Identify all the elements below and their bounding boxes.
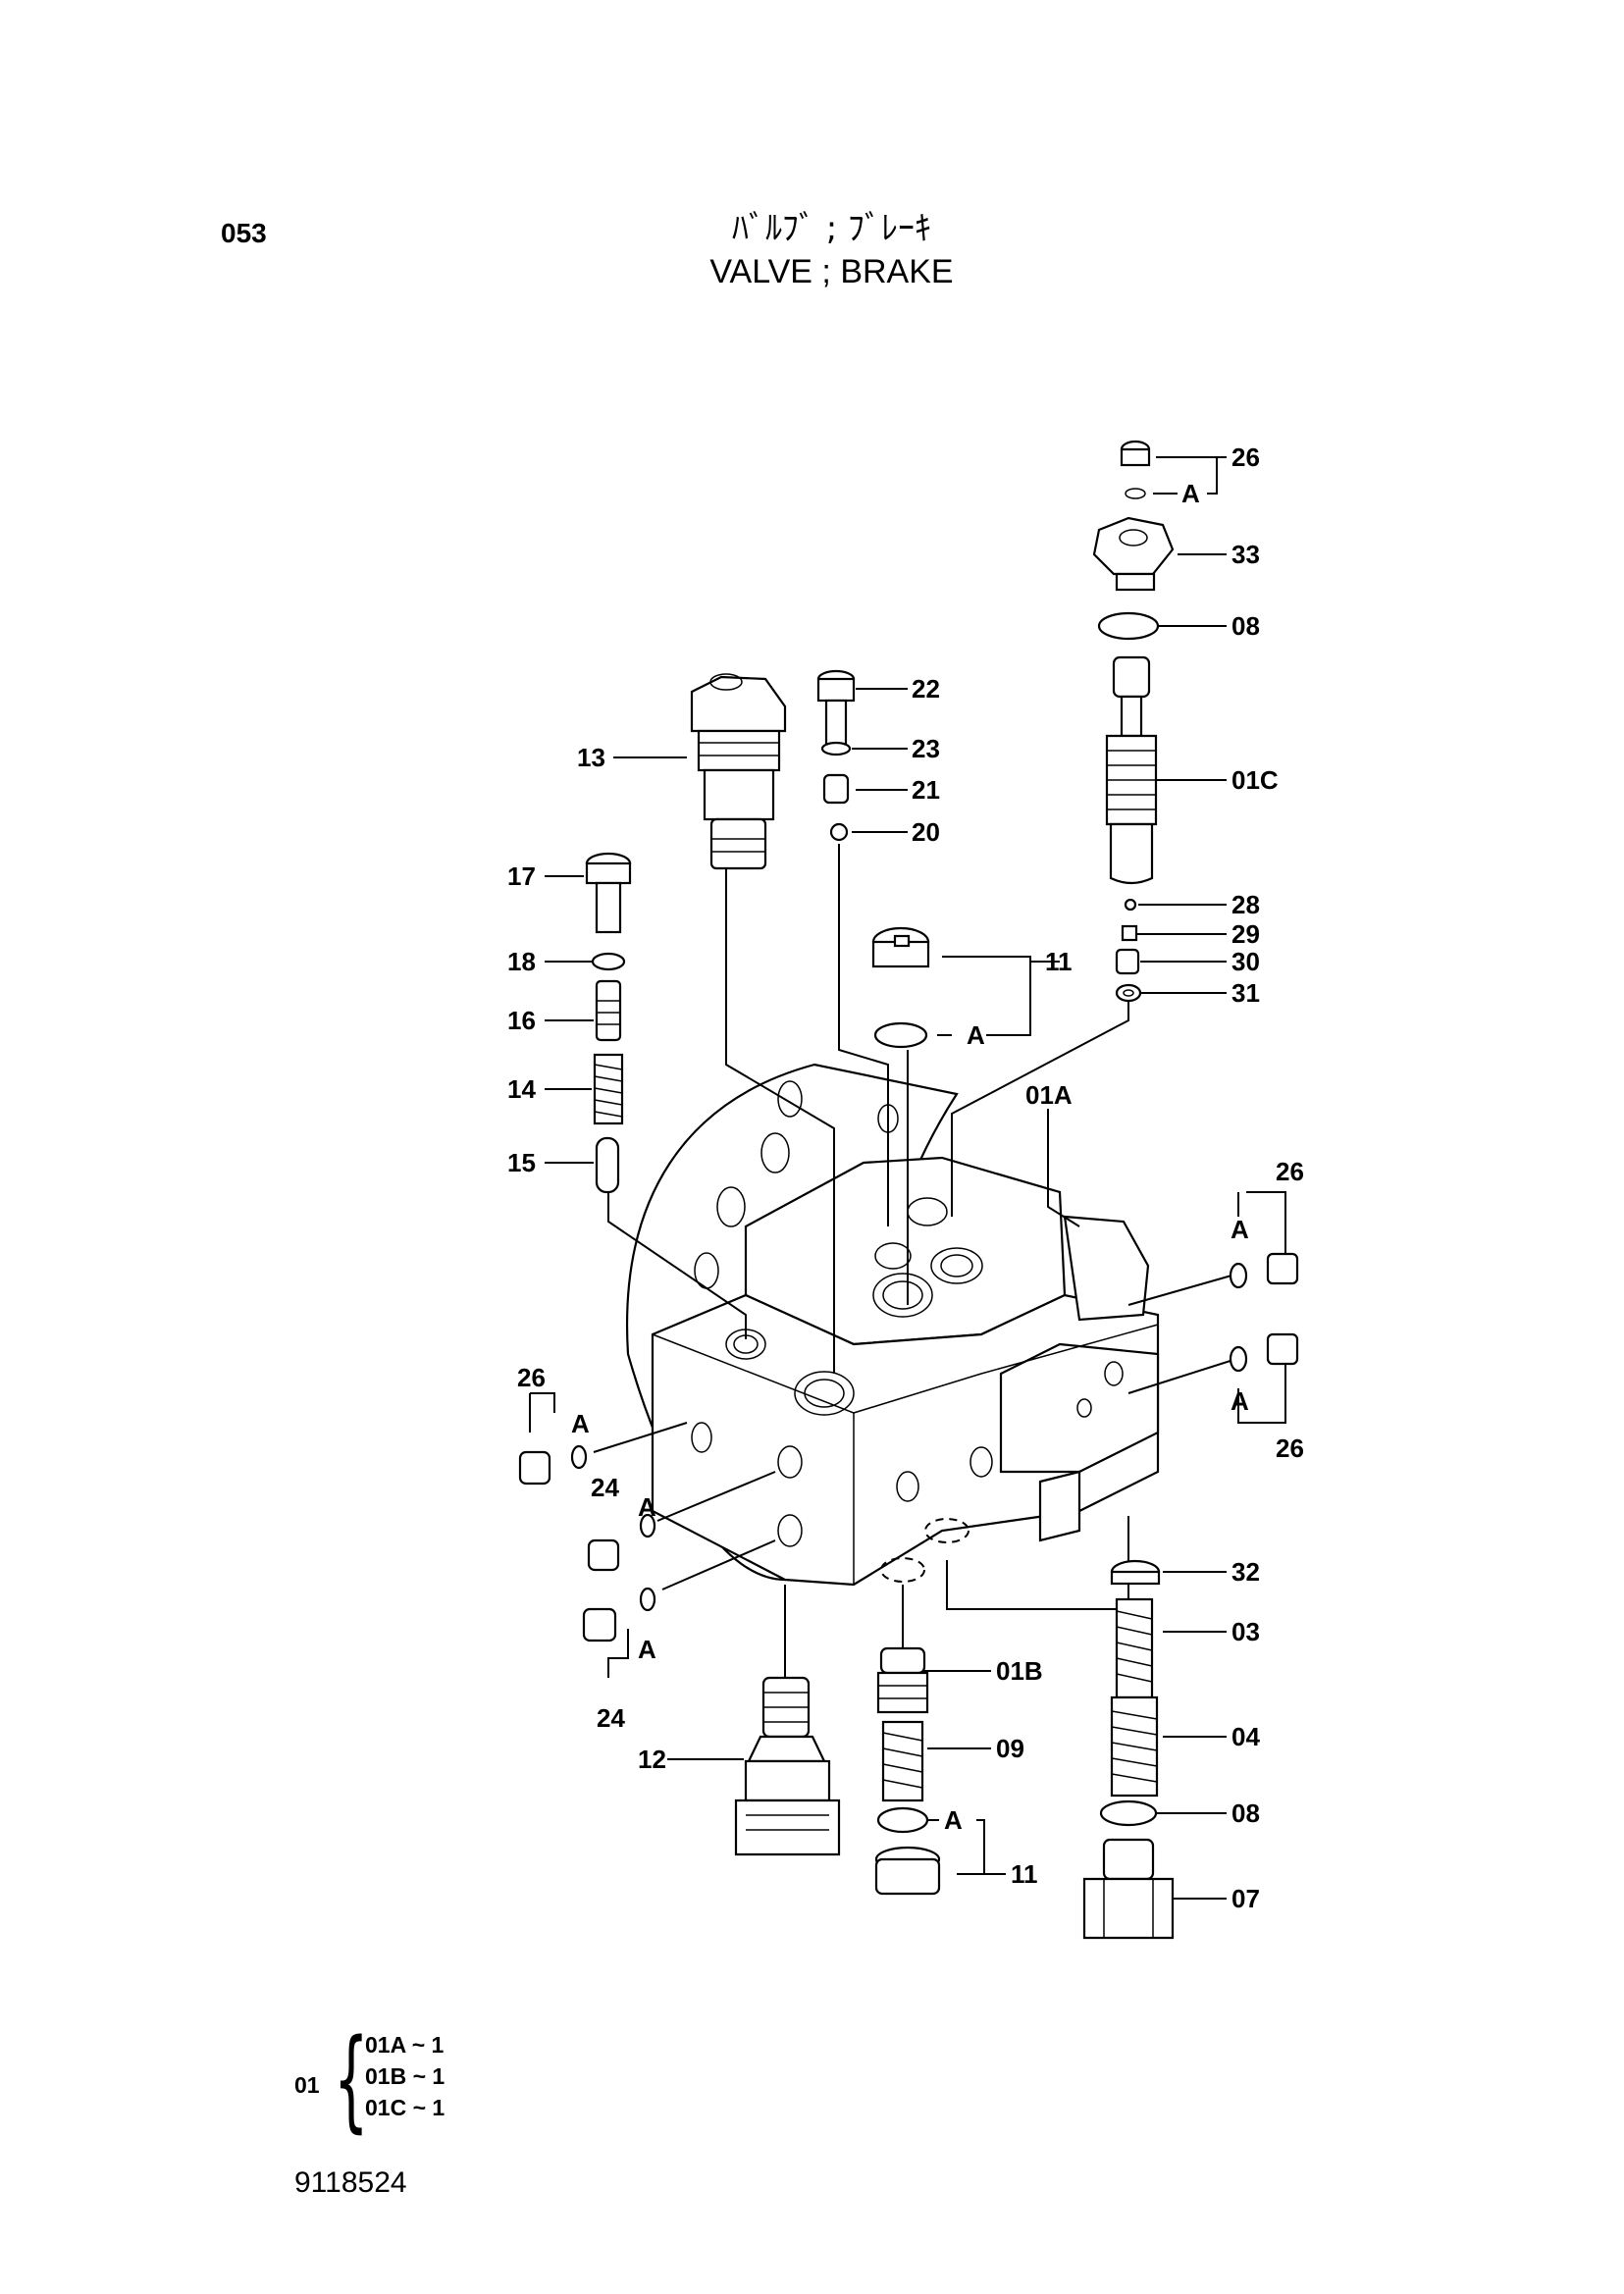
page-number: 053 — [221, 218, 267, 248]
callout-26-right-2: 26 — [1276, 1434, 1304, 1463]
callout-20: 20 — [912, 817, 940, 847]
callout-23: 23 — [912, 734, 940, 763]
callout-09: 09 — [996, 1734, 1024, 1763]
callout-a-11-bottom: A — [944, 1805, 963, 1835]
callout-16: 16 — [507, 1006, 536, 1035]
drawing-number: 9118524 — [294, 2166, 407, 2199]
callout-a-right-2: A — [1231, 1386, 1249, 1416]
callout-11-top: 11 — [1045, 947, 1073, 976]
callout-30: 30 — [1231, 947, 1260, 976]
callout-21: 21 — [912, 775, 940, 805]
callout-03: 03 — [1231, 1617, 1260, 1646]
callout-31: 31 — [1231, 978, 1260, 1008]
callout-29: 29 — [1231, 919, 1260, 949]
callout-08-top: 08 — [1231, 611, 1260, 641]
legend-item: 01B ~ 1 — [365, 2063, 445, 2089]
callout-33: 33 — [1231, 540, 1260, 569]
callout-07: 07 — [1231, 1884, 1260, 1913]
callout-a-left-2: A — [638, 1492, 656, 1522]
callout-a-left-3: A — [638, 1635, 656, 1664]
callout-01b: 01B — [996, 1656, 1043, 1686]
valve-body-drawing — [626, 1063, 1160, 1587]
callout-15: 15 — [507, 1148, 536, 1177]
callout-labels: 26 A 33 08 22 23 21 20 13 01C 17 18 16 1… — [507, 443, 1304, 1913]
callout-11-bottom: 11 — [1011, 1859, 1038, 1889]
title-english: VALVE ; BRAKE — [709, 253, 954, 290]
callout-32: 32 — [1231, 1557, 1260, 1587]
callout-08-bottom: 08 — [1231, 1799, 1260, 1828]
callout-01a: 01A — [1025, 1080, 1073, 1110]
legend-brace: { — [334, 2016, 369, 2144]
callout-14: 14 — [507, 1074, 536, 1104]
callout-24-2: 24 — [597, 1703, 625, 1733]
callout-18: 18 — [507, 947, 536, 976]
callout-a-11-top: A — [967, 1020, 985, 1050]
callout-12: 12 — [638, 1745, 666, 1774]
legend-item: 01C ~ 1 — [365, 2095, 445, 2120]
legend-rows: 01A ~ 1 01B ~ 1 01C ~ 1 — [365, 2029, 445, 2123]
leader-lines — [529, 456, 1286, 1900]
callout-26-right-1: 26 — [1276, 1157, 1304, 1186]
callout-a-left-1: A — [571, 1409, 590, 1438]
callout-13: 13 — [577, 743, 605, 772]
callout-26-top: 26 — [1231, 443, 1260, 472]
callout-a-right-1: A — [1231, 1215, 1249, 1244]
callout-26-left: 26 — [517, 1363, 546, 1392]
part-shapes — [518, 440, 1299, 1940]
callout-28: 28 — [1231, 890, 1260, 919]
callout-04: 04 — [1231, 1722, 1260, 1751]
callout-a-top: A — [1181, 479, 1200, 508]
legend-root: 01 — [294, 2072, 320, 2098]
callout-01c: 01C — [1231, 765, 1279, 795]
title-japanese: ﾊﾞﾙﾌﾞ ; ﾌﾞﾚｰｷ — [731, 209, 932, 248]
callout-24-1: 24 — [591, 1473, 619, 1502]
callout-22: 22 — [912, 674, 940, 704]
legend-item: 01A ~ 1 — [365, 2032, 445, 2058]
callout-17: 17 — [507, 861, 536, 891]
